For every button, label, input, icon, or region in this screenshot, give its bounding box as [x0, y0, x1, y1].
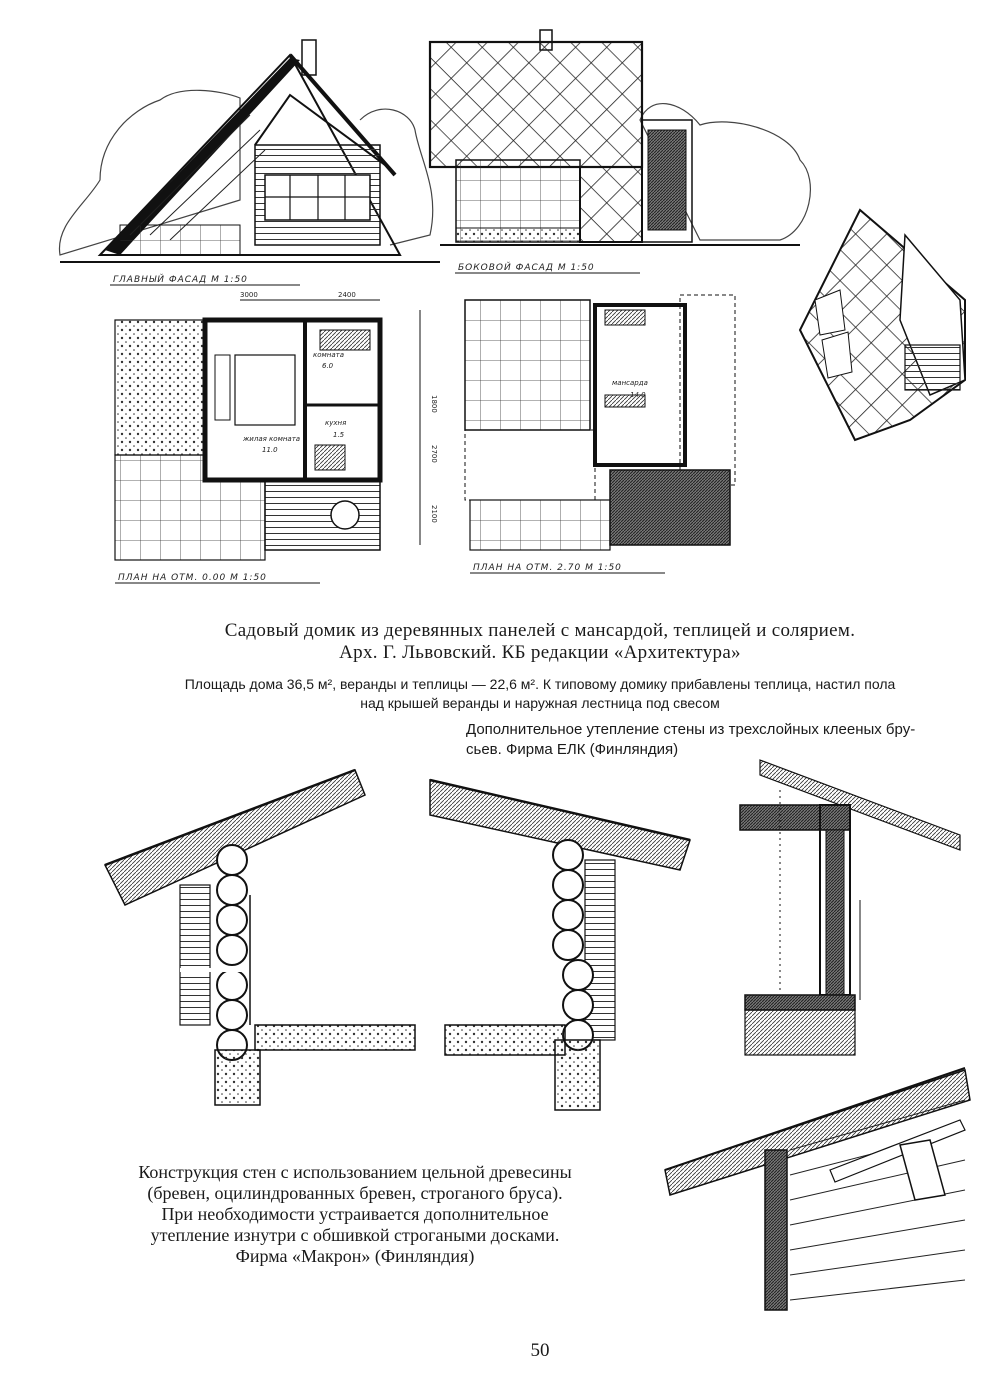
dim-2700: 2700 [430, 445, 438, 463]
elk-caption-line-2: сьев. Фирма ЕЛК (Финляндия) [466, 741, 679, 758]
room2-label: комната [313, 351, 344, 359]
elk-wall-section [739, 759, 961, 1056]
house-caption-line-1: Садовый домик из деревянных панелей с ма… [224, 620, 856, 641]
kitchen-label: кухня [325, 419, 346, 427]
axonometric-view [798, 208, 966, 442]
makron-caption: Конструкция стен с использованием цельно… [45, 1162, 665, 1267]
side-facade-drawing [428, 29, 811, 246]
attic-area: 14.0 [630, 391, 646, 399]
attic-floor-plan [464, 294, 736, 551]
wall-section-left [103, 768, 416, 1106]
side-facade-label: боковой фасад м 1:50 [458, 261, 595, 273]
dim-1800: 1800 [430, 395, 438, 413]
elk-caption: Дополнительное утепление стены из трехсл… [466, 720, 966, 760]
elk-caption-line-1: Дополнительное утепление стены из трехсл… [466, 721, 916, 738]
plan-attic-label: план на отм. 2.70 м 1:50 [473, 563, 622, 573]
ground-floor-plan [114, 299, 421, 561]
area-note-line-1: Площадь дома 36,5 м², веранды и теплицы … [184, 676, 896, 692]
house-area-note: Площадь дома 36,5 м², веранды и теплицы … [100, 675, 980, 713]
page-number: 50 [530, 1340, 550, 1361]
dim-2400: 2400 [338, 291, 356, 299]
makron-caption-line-2: (бревен, оцилиндрованных бревен, строган… [147, 1183, 563, 1203]
dim-2100: 2100 [430, 505, 438, 523]
dim-3000: 3000 [240, 291, 258, 299]
living-room-area: 11.0 [262, 446, 278, 454]
room2-area: 6.0 [322, 362, 334, 370]
plan-ground-label: план на отм. 0.00 м 1:50 [118, 573, 267, 583]
interior-perspective [664, 1067, 971, 1311]
makron-caption-line-5: Фирма «Макрон» (Финляндия) [235, 1246, 475, 1266]
house-caption: Садовый домик из деревянных панелей с ма… [100, 620, 980, 664]
wall-section-middle [429, 778, 691, 1111]
makron-caption-line-4: утепление изнутри с обшивкой строгаными … [150, 1225, 560, 1245]
makron-caption-line-1: Конструкция стен с использованием цельно… [138, 1162, 572, 1182]
makron-caption-line-3: При необходимости устраивается дополните… [161, 1204, 549, 1224]
house-caption-line-2: Арх. Г. Львовский. КБ редакции «Архитект… [339, 642, 741, 663]
area-note-line-2: над крышей веранды и наружная лестница п… [360, 695, 720, 711]
living-room-label: жилая комната [242, 435, 300, 443]
attic-label: мансарда [612, 379, 648, 387]
kitchen-area: 1.5 [333, 431, 345, 439]
main-facade-drawing [58, 39, 440, 263]
drawing-label-group [110, 272, 665, 584]
main-facade-label: главный фасад м 1:50 [113, 273, 248, 285]
